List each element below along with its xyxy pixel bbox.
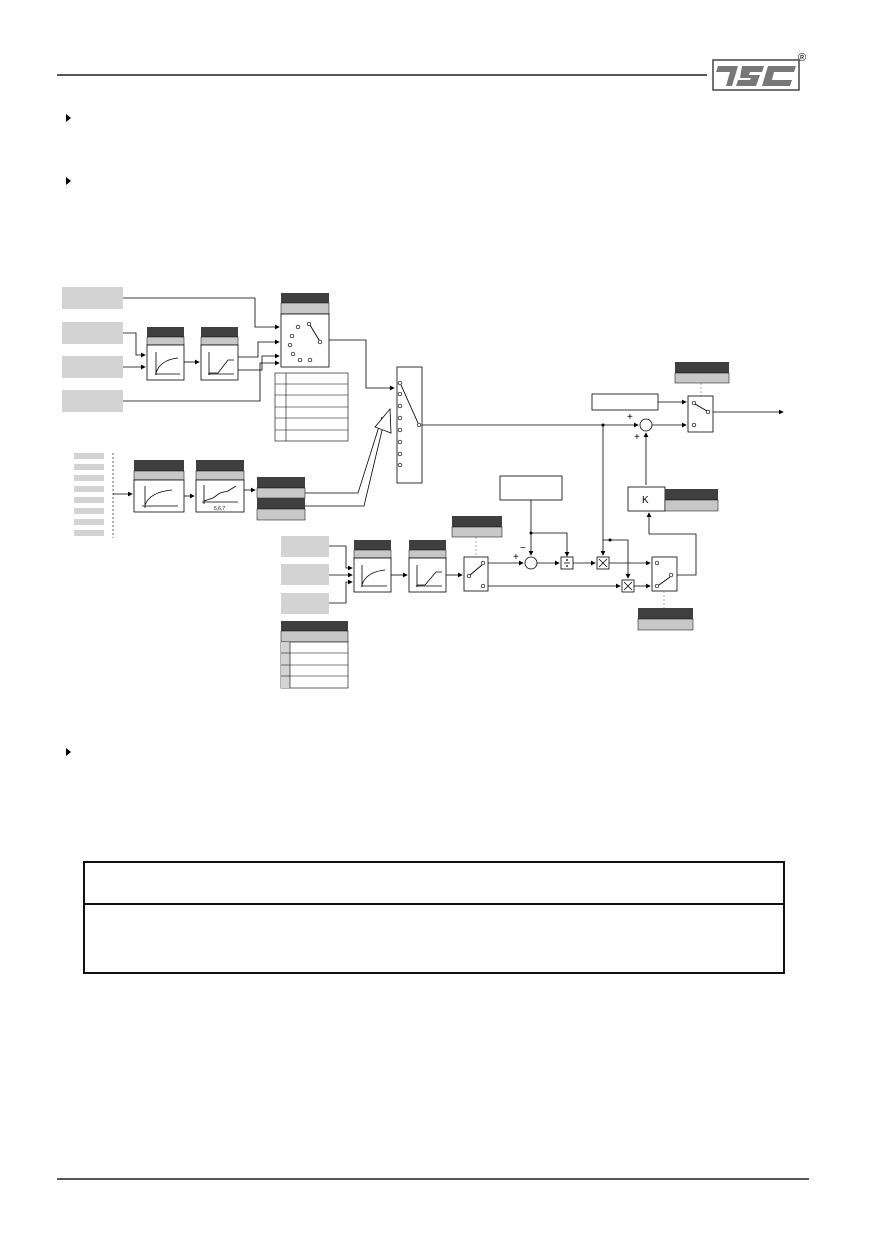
input-box-5 — [281, 536, 329, 557]
sum-sign-plus-2: + — [634, 432, 640, 443]
gain-block — [627, 486, 666, 512]
header-rule — [57, 74, 707, 76]
input-box-2 — [62, 322, 123, 344]
sum-sign-minus: − — [520, 543, 526, 554]
sum-sign-plus-3: + — [513, 552, 519, 563]
gain-label: K — [642, 495, 649, 506]
reference-box — [499, 475, 563, 501]
summing-junction-upper — [639, 418, 653, 432]
offset-box — [591, 393, 659, 411]
bullet-icon — [66, 114, 71, 122]
input-boxes-upper — [62, 287, 123, 412]
main-selector-switch — [396, 366, 423, 484]
lower-section: + − — [280, 423, 697, 689]
selector-table-upper — [274, 372, 349, 442]
lower-switch-subheader — [451, 526, 503, 538]
selector-table-lower-header — [281, 621, 348, 631]
lower-switch — [463, 556, 489, 592]
gain-param-header — [665, 489, 718, 500]
curve-caption: 5,6,7 — [214, 506, 225, 512]
output-selector-subheader — [674, 372, 730, 384]
left-input-list — [74, 453, 133, 538]
input-box-1 — [62, 287, 123, 309]
input-box-7 — [281, 593, 329, 614]
gain-switch-subheader — [637, 618, 694, 631]
footer-rule — [57, 1178, 809, 1180]
curve-block: 5,6,7 — [195, 460, 245, 513]
sum-sign-plus-1: + — [627, 412, 633, 423]
ramp-block-1 — [146, 327, 185, 381]
wires-upper-inputs — [123, 297, 395, 402]
ramp-block-2 — [200, 327, 239, 381]
input-box-4 — [62, 390, 123, 412]
note-box — [83, 861, 785, 974]
bullet-icon — [66, 748, 71, 756]
ramp-block-4 — [353, 557, 392, 593]
bus-arrow-icon — [374, 407, 392, 434]
summing-junction-lower — [524, 556, 538, 570]
note-header — [85, 863, 783, 905]
output-switch — [687, 395, 714, 433]
gain-param-subheader — [664, 499, 719, 512]
company-logo — [712, 59, 800, 91]
output-selector-header — [675, 362, 729, 373]
ramp-block-5 — [408, 557, 447, 593]
lower-switch-header — [452, 516, 502, 527]
ramp-block-3 — [133, 460, 185, 513]
input-box-6 — [281, 564, 329, 585]
selector-table-lower-subheader — [280, 630, 349, 643]
input-box-3 — [62, 356, 123, 378]
registered-mark-icon: ® — [798, 52, 807, 64]
selector-rotary-block — [280, 293, 330, 368]
output-section: + + K — [422, 362, 784, 512]
parameter-stack-block — [256, 477, 306, 521]
bullet-icon — [66, 177, 71, 185]
gain-switch-header — [638, 608, 693, 619]
